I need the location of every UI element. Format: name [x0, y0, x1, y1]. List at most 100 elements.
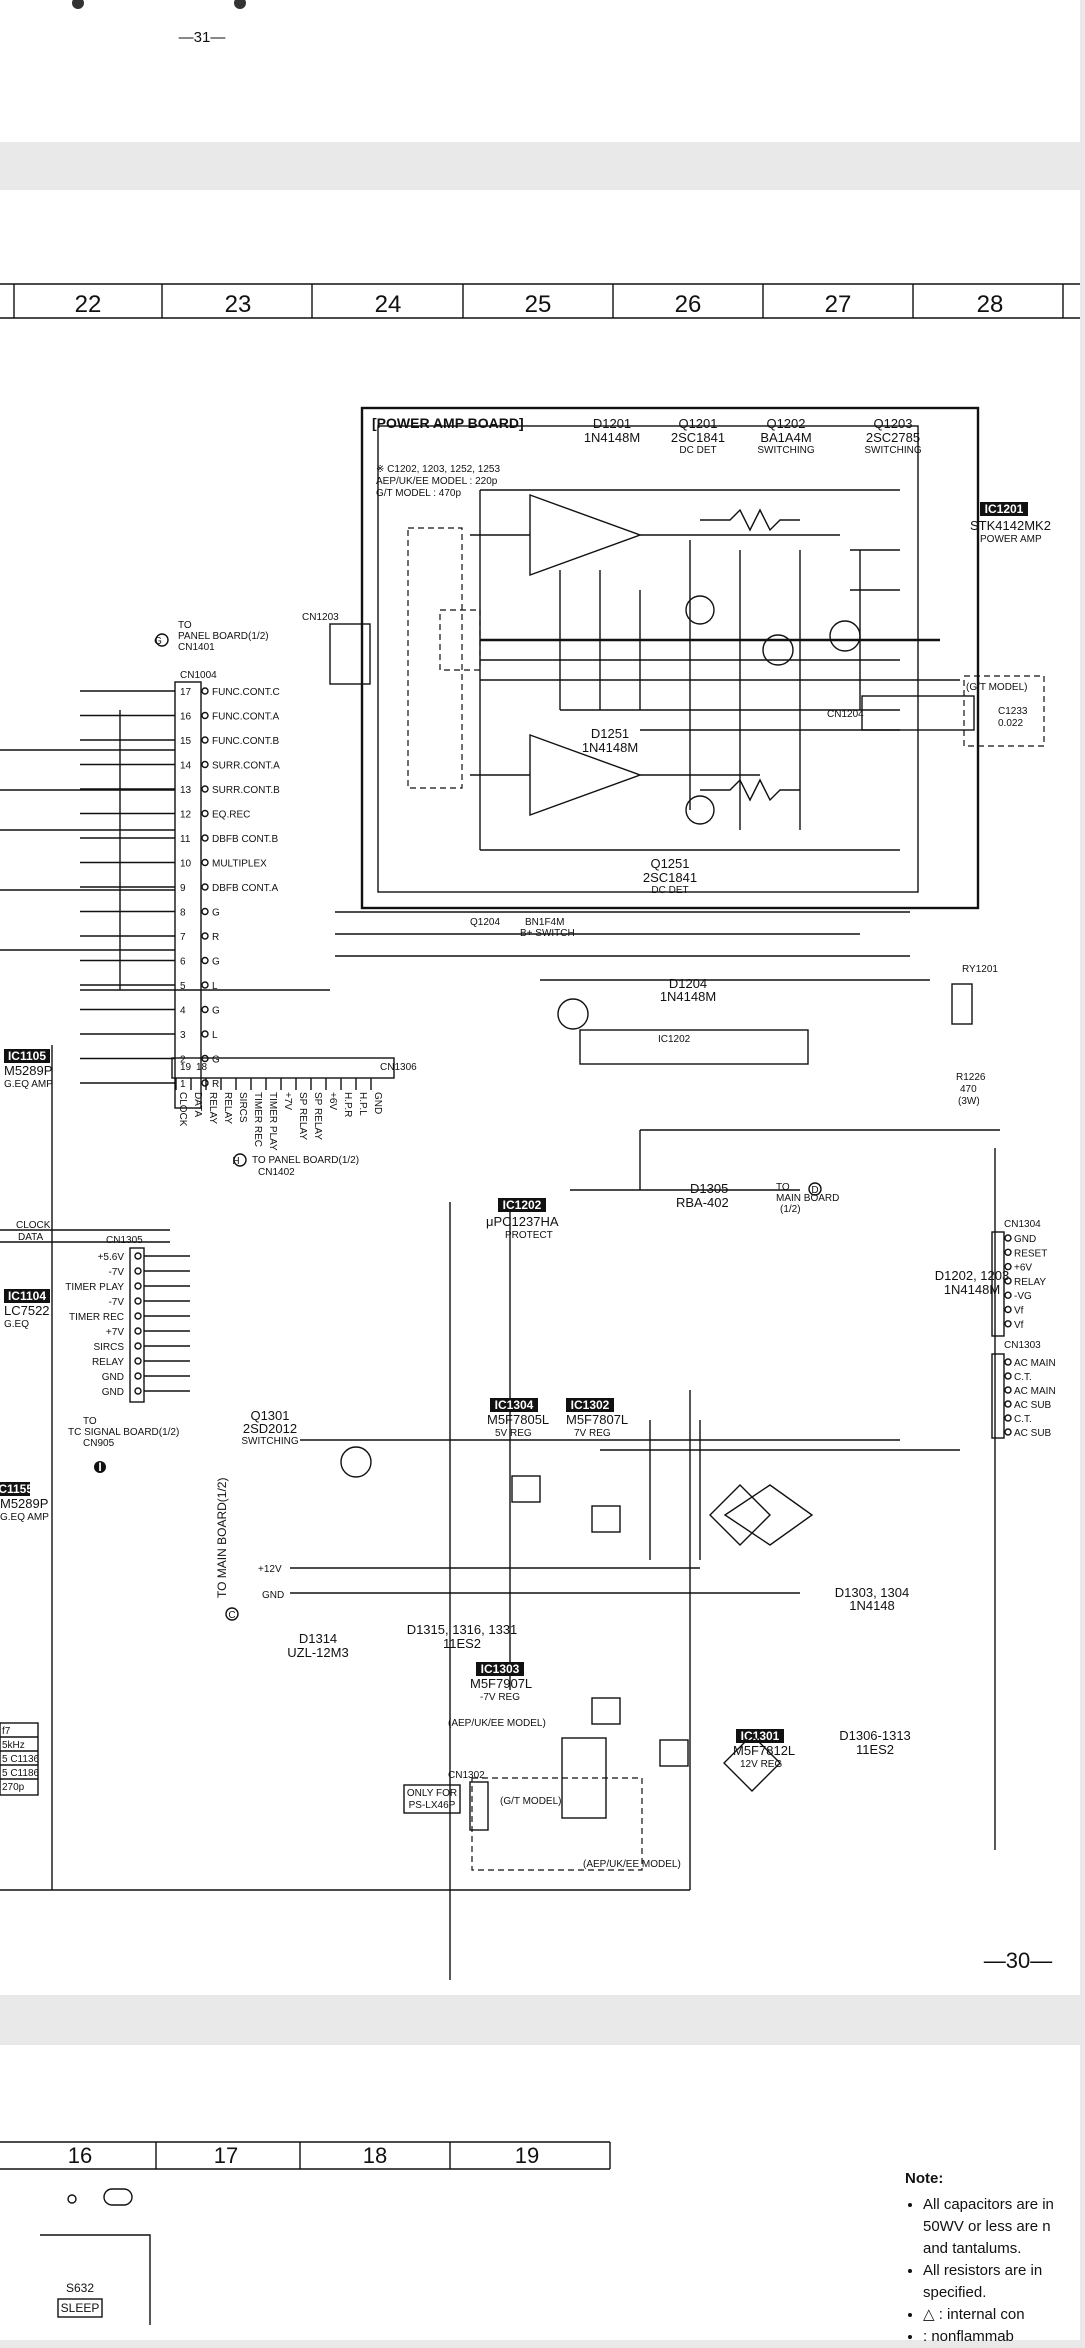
- cn1303-signal: C.T.: [1014, 1414, 1032, 1425]
- connector-pin-number: 8: [180, 908, 186, 919]
- table-cell: 5 C1186: [2, 1768, 40, 1779]
- main-board-caption: (1/2): [780, 1204, 801, 1215]
- connector-pin: [201, 687, 209, 695]
- ic1155-tag: IC1155: [0, 1482, 33, 1496]
- d1305-bridge: [709, 1484, 771, 1546]
- connector-pin: [201, 956, 209, 965]
- cn1303-label: CN1303: [1004, 1340, 1041, 1351]
- grid-number: 17: [214, 2143, 238, 2168]
- cn1304-signal: Vf: [1014, 1320, 1024, 1331]
- cn1304-signal: RELAY: [1014, 1277, 1046, 1288]
- connector-pin: [1004, 1386, 1012, 1394]
- table-cell: 5 C1136: [2, 1754, 40, 1765]
- connector-pin: [201, 858, 209, 867]
- connector-signal: EQ.REC: [212, 810, 250, 821]
- connector-pin: [201, 883, 209, 891]
- previous-page-canvas: —31—: [72, 0, 246, 46]
- grid-number: 28: [977, 291, 1004, 318]
- cn1306-signal: SP RELAY: [297, 1092, 308, 1140]
- grid-number: 23: [225, 291, 252, 318]
- d1201-part: 1N4148M: [584, 430, 640, 445]
- note-item: 50WV or less are n: [923, 2218, 1051, 2235]
- gt-model-label: (G/T MODEL): [966, 682, 1027, 693]
- data-label: DATA: [18, 1232, 44, 1243]
- connector-pin: [134, 1327, 142, 1335]
- q1204-ref: Q1204: [470, 917, 500, 928]
- cn1303-signal: C.T.: [1014, 1372, 1032, 1383]
- connector-pin-number: 11: [180, 834, 191, 845]
- left-ic-tags: IC1105 M5289P G.EQ AMP IC1104 LC7522 G.E…: [0, 1049, 53, 1523]
- connector-signal: FUNC.CONT.A: [212, 712, 280, 723]
- connector-pin-number: 3: [180, 1030, 186, 1041]
- note-item: and tantalums.: [923, 2240, 1022, 2257]
- connector-pin: [134, 1312, 142, 1320]
- grid-number: 22: [75, 291, 102, 318]
- ic1104-function: G.EQ: [4, 1319, 29, 1330]
- only-for-box: [403, 1784, 461, 1814]
- grid-number: 25: [525, 291, 552, 318]
- main-board-side-caption: TO MAIN BOARD(1/2): [215, 1478, 229, 1598]
- only-for-model: PS-LX46P: [409, 1800, 456, 1811]
- connector-pin: [1004, 1291, 1012, 1299]
- cn1305-signal: +5.6V: [98, 1252, 125, 1263]
- cn1306-signal: H.P.R: [342, 1092, 353, 1117]
- connector-pin: [1004, 1400, 1012, 1408]
- table-cell: 270p: [2, 1782, 25, 1793]
- d1305-part: RBA-402: [676, 1195, 729, 1210]
- ic1201-tag: IC1201: [985, 502, 1024, 516]
- svg-text:C: C: [228, 1610, 235, 1621]
- ic1202-function: PROTECT: [505, 1230, 553, 1241]
- corner-mark: [234, 0, 246, 9]
- connector-signal: R: [212, 932, 219, 943]
- note-item: All capacitors are in: [923, 2194, 1085, 2216]
- d1202-part: 1N4148M: [944, 1282, 1000, 1297]
- connector-pin: [201, 736, 209, 744]
- ic1201-part: STK4142MK2: [970, 518, 1051, 533]
- d1315-ref: D1315, 1316, 1331: [407, 1622, 518, 1637]
- ry1201-label: RY1201: [962, 964, 998, 975]
- grid-number: 18: [363, 2143, 387, 2168]
- ic1303-function: -7V REG: [480, 1692, 520, 1703]
- connector-pin: [134, 1342, 142, 1350]
- ic1201-tag-box: [980, 502, 1028, 516]
- note-item: specified.: [923, 2284, 987, 2301]
- connector-pin: [1004, 1358, 1012, 1366]
- cn1303-signal: AC MAIN: [1014, 1386, 1056, 1397]
- connector-signal: L: [212, 981, 218, 992]
- c1233-ref: C1233: [998, 706, 1028, 717]
- cn1306-signal: TIMER REC: [252, 1092, 263, 1147]
- connector-pin: [134, 1252, 142, 1260]
- cn1303-signal: AC SUB: [1014, 1428, 1052, 1439]
- cn1306-signal: CLOCK: [177, 1092, 188, 1127]
- q1201-function: DC DET: [679, 445, 716, 456]
- connector-pin: [201, 785, 209, 793]
- svg-text:H: H: [232, 1156, 239, 1167]
- cn1303-signal: AC SUB: [1014, 1400, 1052, 1411]
- q1301-part: 2SD2012: [243, 1421, 297, 1436]
- cn1306-signal: H.P.L: [357, 1092, 368, 1116]
- connector-pin-number: 7: [180, 932, 186, 943]
- grid-number: 16: [68, 2143, 92, 2168]
- d1251-part: 1N4148M: [582, 740, 638, 755]
- sleep-button-graphic: [57, 2298, 103, 2318]
- connector-pin: [201, 907, 209, 916]
- grid-header: 22 23 24 25 26 27 28: [0, 283, 1080, 319]
- connector-signal: FUNC.CONT.B: [212, 736, 280, 747]
- cn1306-signal: RELAY: [222, 1092, 233, 1124]
- cn1304-signal: Vf: [1014, 1306, 1024, 1317]
- ic1302-function: 7V REG: [574, 1428, 611, 1439]
- note-block: Note: All capacitors are in 50WV or less…: [905, 2168, 1085, 2348]
- table-cell: 5kHz: [2, 1740, 25, 1751]
- q1251-part: 2SC1841: [643, 870, 697, 885]
- q1203-ref: Q1203: [873, 416, 912, 431]
- schematic-page: 22 23 24 25 26 27 28 [POWER AMP BOARD] D…: [0, 190, 1080, 1995]
- ic1155-function: G.EQ AMP: [0, 1512, 49, 1523]
- connector-pin: [1004, 1305, 1012, 1314]
- connector-pin-number: 17: [180, 687, 192, 698]
- rail-label: +12V: [258, 1564, 282, 1575]
- q1203-part: 2SC2785: [866, 430, 920, 445]
- connector-pin: [201, 1030, 209, 1038]
- connector-pin-number: 4: [180, 1006, 186, 1017]
- clock-label: CLOCK: [16, 1220, 51, 1231]
- power-amp-circuit: [407, 489, 960, 851]
